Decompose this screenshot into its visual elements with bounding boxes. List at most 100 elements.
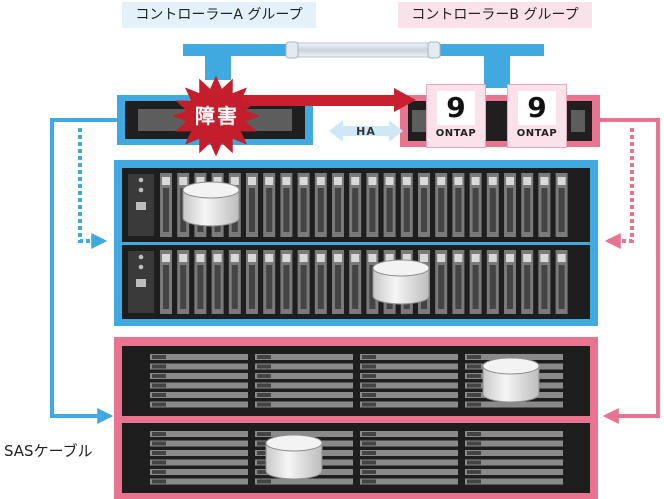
drive-bay xyxy=(150,392,248,398)
drive-handle xyxy=(362,364,376,369)
drive-handle xyxy=(362,383,376,388)
drive-latch xyxy=(506,254,514,262)
drive-latch xyxy=(351,254,360,262)
drive-handle xyxy=(257,374,271,378)
drive-handle xyxy=(352,265,359,309)
drive-handle xyxy=(214,265,221,309)
drive-bay xyxy=(150,478,248,485)
disk-cylinder-icon xyxy=(482,357,540,403)
double-arrow-icon xyxy=(329,120,403,142)
drive-latch xyxy=(213,177,222,185)
drive-bay xyxy=(360,373,458,379)
drive-bay xyxy=(465,440,563,447)
drive-latch xyxy=(557,177,566,185)
drive-bay xyxy=(360,382,458,389)
ontap-badge-1: 9 ONTAP xyxy=(426,84,486,148)
disk-body xyxy=(265,442,323,480)
drive-handle xyxy=(352,188,359,232)
drive-latch xyxy=(557,254,566,262)
drive-handle xyxy=(541,188,548,232)
drive-handle xyxy=(362,470,376,474)
drive-handle xyxy=(257,441,271,446)
drive-latch xyxy=(454,177,463,185)
drive-handle xyxy=(283,188,290,232)
drive-handle xyxy=(257,364,271,369)
drive-bay xyxy=(465,459,563,466)
disk-body xyxy=(372,267,430,305)
disk-top xyxy=(482,357,540,375)
drive-latch xyxy=(196,254,205,262)
drive-bay xyxy=(150,431,248,437)
drive-handle xyxy=(163,188,169,232)
drive-handle xyxy=(152,364,166,369)
disk-body xyxy=(482,365,540,403)
drive-latch xyxy=(299,177,308,185)
drive-bay xyxy=(465,431,563,437)
drive-bay xyxy=(255,392,353,398)
drive-handle xyxy=(467,402,481,407)
drive-latch xyxy=(368,254,377,262)
drive-bay xyxy=(255,373,353,379)
drive-bay xyxy=(360,363,458,370)
drive-latch xyxy=(179,177,188,185)
drive-handle xyxy=(524,265,531,309)
drive-handle xyxy=(362,402,376,407)
drive-latch xyxy=(230,254,239,262)
drive-bay xyxy=(255,431,353,437)
drive-handle xyxy=(152,355,166,359)
drive-latch xyxy=(540,254,549,262)
drive-bay xyxy=(360,440,458,447)
drive-handle xyxy=(369,188,376,232)
drive-handle xyxy=(362,432,376,436)
drive-handle xyxy=(152,441,166,446)
status-led xyxy=(138,254,144,260)
drive-handle xyxy=(558,265,565,309)
drive-bay xyxy=(360,392,458,398)
disk-cylinders xyxy=(182,181,540,480)
drive-bay xyxy=(255,354,353,360)
drive-latch xyxy=(454,254,463,262)
drive-handle xyxy=(455,265,462,309)
drive-latch xyxy=(282,177,291,185)
drive-handle xyxy=(362,374,376,378)
drive-handle xyxy=(467,441,481,446)
drive-bay xyxy=(360,469,458,475)
drive-latch xyxy=(420,254,428,262)
group-a-label: コントローラーA グループ xyxy=(122,2,316,28)
drive-handle xyxy=(317,188,324,232)
drive-bay xyxy=(360,459,458,466)
drive-latch xyxy=(523,254,532,262)
drive-handle xyxy=(266,265,273,309)
drive-handle xyxy=(489,188,496,232)
failover-arrow xyxy=(236,88,416,112)
drive-handle xyxy=(467,383,481,388)
drive-handle xyxy=(467,451,481,455)
drive-latch xyxy=(334,254,342,262)
drive-handle xyxy=(257,393,271,397)
drive-latch xyxy=(334,177,342,185)
sas-cable-blue xyxy=(50,118,117,424)
ontap-version: 9 xyxy=(437,91,475,125)
drive-bay xyxy=(465,478,563,485)
drive-latch xyxy=(316,177,325,185)
drive-handle xyxy=(467,470,481,474)
drive-latch xyxy=(179,254,188,262)
disk-body xyxy=(182,189,240,227)
drive-handle xyxy=(558,188,565,232)
drive-handle xyxy=(257,432,271,436)
drive-handle xyxy=(362,441,376,446)
drive-latch xyxy=(471,177,480,185)
shelf-panel-slot xyxy=(136,202,146,210)
drive-bay xyxy=(150,401,248,408)
drive-handle xyxy=(335,188,341,232)
drive-handle xyxy=(257,383,271,388)
drive-bay xyxy=(150,469,248,475)
drive-bay xyxy=(360,450,458,456)
drive-latch xyxy=(488,177,497,185)
interconnect-pipe xyxy=(183,41,544,88)
drive-handle xyxy=(257,402,271,407)
drive-handle xyxy=(163,265,169,309)
drive-latch xyxy=(230,177,239,185)
drive-handle xyxy=(257,460,271,465)
